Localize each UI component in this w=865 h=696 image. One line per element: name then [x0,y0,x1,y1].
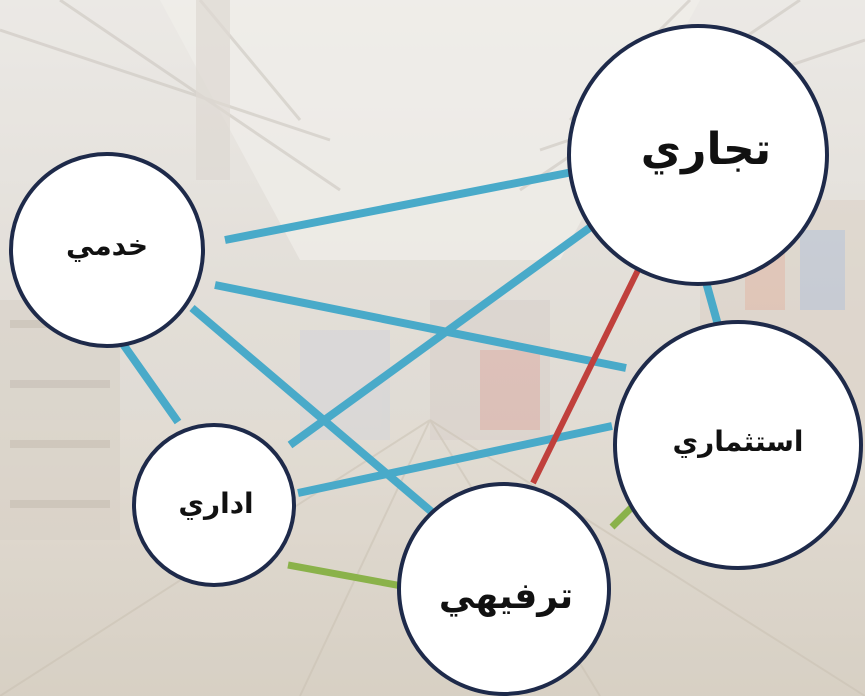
node-label-tarfihi: ترفيهي [439,576,573,617]
node-label-istithmari: استثماري [672,425,803,458]
link-tijari-istithmari [702,280,722,327]
link-khadami-tijari [224,166,584,244]
link-idari-tarfihi [287,561,403,590]
node-istithmari: استثماري [613,320,863,570]
link-idari-istithmari [297,422,613,497]
connector-lines [114,166,722,590]
node-label-khadami: خدمي [66,229,148,262]
node-idari: اداري [132,423,296,587]
node-label-tijari: تجاري [641,124,771,175]
node-tijari: تجاري [567,24,829,286]
node-tarfihi: ترفيهي [397,482,611,696]
node-khadami: خدمي [9,152,205,348]
node-label-idari: اداري [178,487,253,520]
link-khadami-istithmari [214,281,627,372]
link-khadami-idari [114,334,182,425]
link-tijari-tarfihi [530,256,647,485]
link-khadami-tarfihi [189,304,436,517]
link-idari-tijari [287,209,613,449]
